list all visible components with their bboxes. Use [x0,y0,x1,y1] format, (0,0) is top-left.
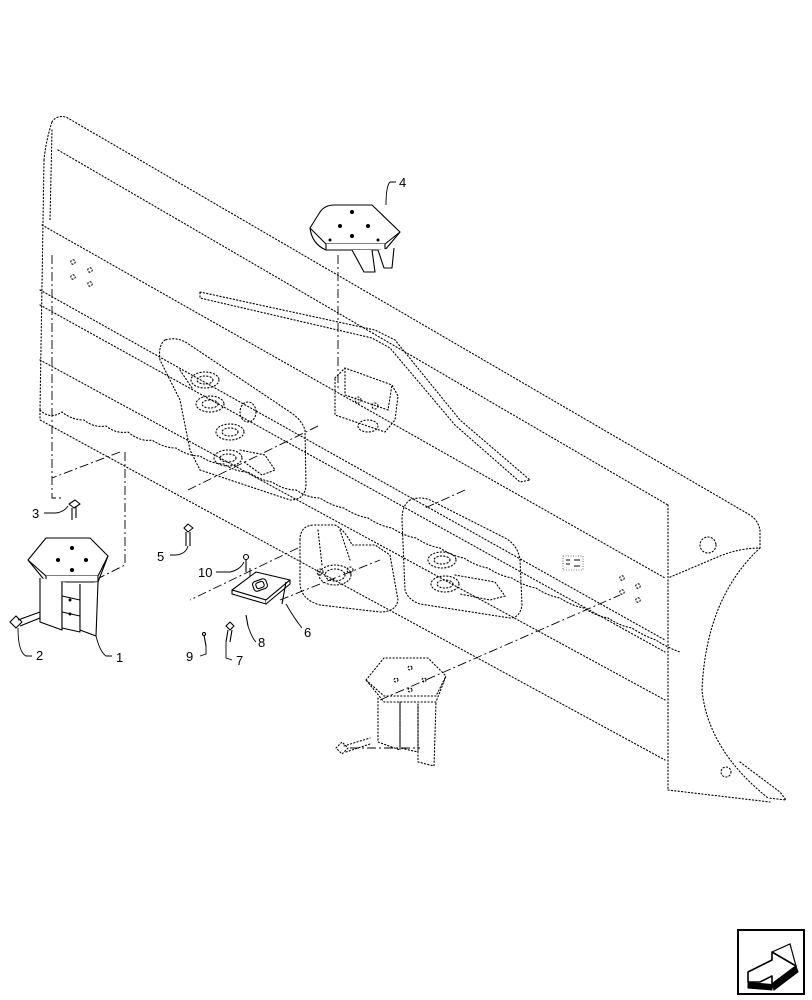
callout-9-label: 9 [186,649,193,664]
callout-10-label: 10 [198,565,212,580]
part-7-screw [225,621,235,643]
dozer-blade-outline [39,116,788,803]
part-3-bolt [68,499,81,520]
next-page-arrow-icon[interactable] [737,929,805,995]
part-5-bolt [183,523,194,546]
callout-6: 6 [285,603,311,640]
callout-9: 9 [186,646,207,664]
right-mount-bracket [335,657,447,767]
callout-3-label: 3 [32,506,39,521]
part-2-bolt [9,611,41,629]
callout-2: 2 [17,627,43,663]
callout-5: 5 [157,545,189,564]
part-8-pin [245,614,249,627]
callout-7: 7 [225,642,243,668]
brand-logo-mark [562,555,584,571]
part-10-fastener [242,553,250,572]
part-9-pin [201,631,207,647]
callout-5-label: 5 [157,549,164,564]
callout-8-label: 8 [258,635,265,650]
callout-10: 10 [198,561,245,580]
callout-7-label: 7 [236,653,243,668]
part-6-latch-plate [231,571,291,605]
callout-4: 4 [385,175,406,206]
callout-8: 8 [247,625,265,650]
callout-1: 1 [95,635,123,665]
callout-2-label: 2 [36,648,43,663]
callout-4-label: 4 [399,175,406,190]
part-1-mount-bracket [27,537,109,637]
part-4-top-bracket [309,204,401,273]
callout-3: 3 [32,505,69,521]
callout-1-label: 1 [116,650,123,665]
callout-6-label: 6 [304,625,311,640]
alignment-lines [51,255,621,749]
